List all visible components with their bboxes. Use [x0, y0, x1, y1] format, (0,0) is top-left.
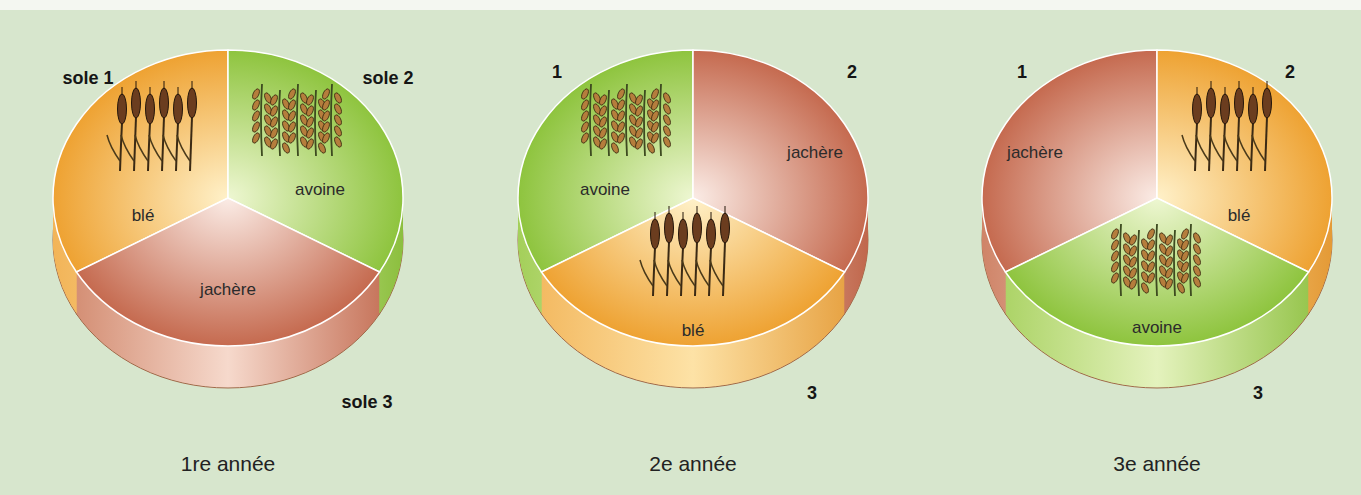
field-sector-shape [982, 50, 1157, 272]
disk-top [518, 50, 868, 346]
field-sector-shape [76, 198, 379, 346]
field-number: 2 [1285, 62, 1295, 83]
field-number: 2 [847, 62, 857, 83]
disk-side [518, 51, 868, 347]
crop-name: blé [679, 320, 708, 342]
oat-icon [251, 84, 343, 156]
disk-top [982, 50, 1332, 346]
field-sector: blé [1225, 205, 1254, 227]
disk-top [53, 50, 403, 346]
wheat-icon [107, 81, 197, 171]
field-sector: avoine [292, 179, 348, 201]
field-sector-shape [1005, 198, 1308, 346]
crop-name: blé [129, 205, 158, 227]
field-number: sole 2 [362, 68, 413, 89]
field-sector-shape [518, 50, 693, 272]
field-number: 1 [1017, 62, 1027, 83]
wheat-icon [1182, 81, 1272, 171]
crop-name: jachère [784, 142, 846, 164]
field-number: 3 [807, 383, 817, 404]
rotation-year-disk: 2e année avoine jachère blé [513, 40, 873, 490]
field-sector: jachère [197, 279, 259, 301]
field-sector: blé [129, 205, 158, 227]
top-band [0, 0, 1361, 10]
field-sector: avoine [577, 179, 633, 201]
crop-name: avoine [1129, 317, 1185, 339]
field-sector-shape [541, 198, 844, 346]
year-caption: 2e année [513, 452, 873, 476]
field-sector: jachère [784, 142, 846, 164]
field-disk-drawing [48, 40, 408, 490]
oat-icon [1110, 224, 1202, 296]
crop-name: jachère [1004, 142, 1066, 164]
year-caption: 3e année [977, 452, 1337, 476]
crop-name: avoine [292, 179, 348, 201]
rotation-year-disk: 1re année blé avoine jachère [48, 40, 408, 490]
field-number: sole 3 [341, 392, 392, 413]
crop-name: avoine [577, 179, 633, 201]
year-caption: 1re année [48, 452, 408, 476]
oat-icon [580, 84, 672, 156]
field-sector-shape [1157, 50, 1332, 272]
wheat-icon [640, 206, 730, 296]
disk-side [982, 51, 1332, 347]
field-disk-drawing [977, 40, 1337, 490]
crop-name: blé [1225, 205, 1254, 227]
field-number: sole 1 [62, 68, 113, 89]
rotation-year-disk: 3e année jachère blé avoine [977, 40, 1337, 490]
field-sector: jachère [1004, 142, 1066, 164]
crop-name: jachère [197, 279, 259, 301]
field-sector: avoine [1129, 317, 1185, 339]
field-number: 3 [1253, 383, 1263, 404]
field-number: 1 [552, 62, 562, 83]
field-sector: blé [679, 320, 708, 342]
disk-side [53, 51, 403, 347]
field-disk-drawing [513, 40, 873, 490]
